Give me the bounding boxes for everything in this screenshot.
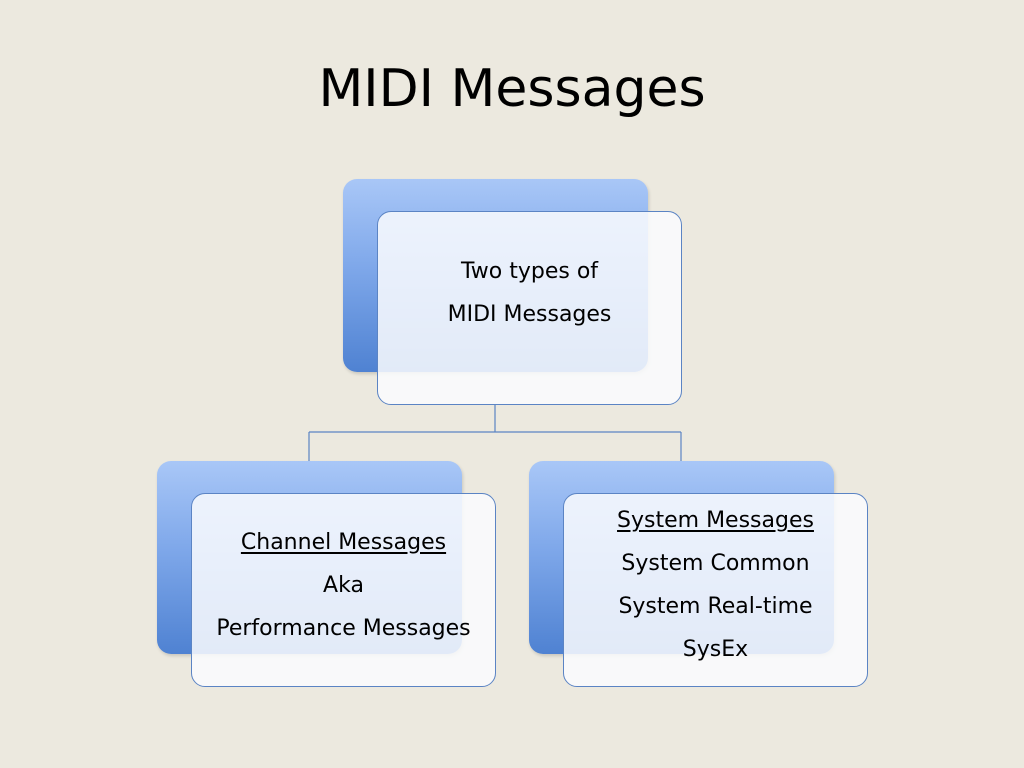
system-messages-heading: System Messages xyxy=(617,508,814,533)
channel-messages-line-1: Aka xyxy=(323,572,364,598)
slide-title: MIDI Messages xyxy=(318,59,706,119)
channel-messages-line-2: Performance Messages xyxy=(216,615,471,641)
root-node-line-2: MIDI Messages xyxy=(447,302,612,327)
system-messages-line-3: SysEx xyxy=(682,637,749,662)
root-node-line-1: Two types of xyxy=(460,259,599,284)
channel-messages-heading: Channel Messages xyxy=(240,529,447,555)
system-messages-node: System Messages System Common System Rea… xyxy=(563,493,868,687)
system-messages-line-2: System Real-time xyxy=(618,594,813,619)
channel-messages-node: Channel Messages Aka Performance Message… xyxy=(191,493,496,687)
system-messages-line-1: System Common xyxy=(621,551,810,576)
root-node: Two types of MIDI Messages xyxy=(377,211,682,405)
